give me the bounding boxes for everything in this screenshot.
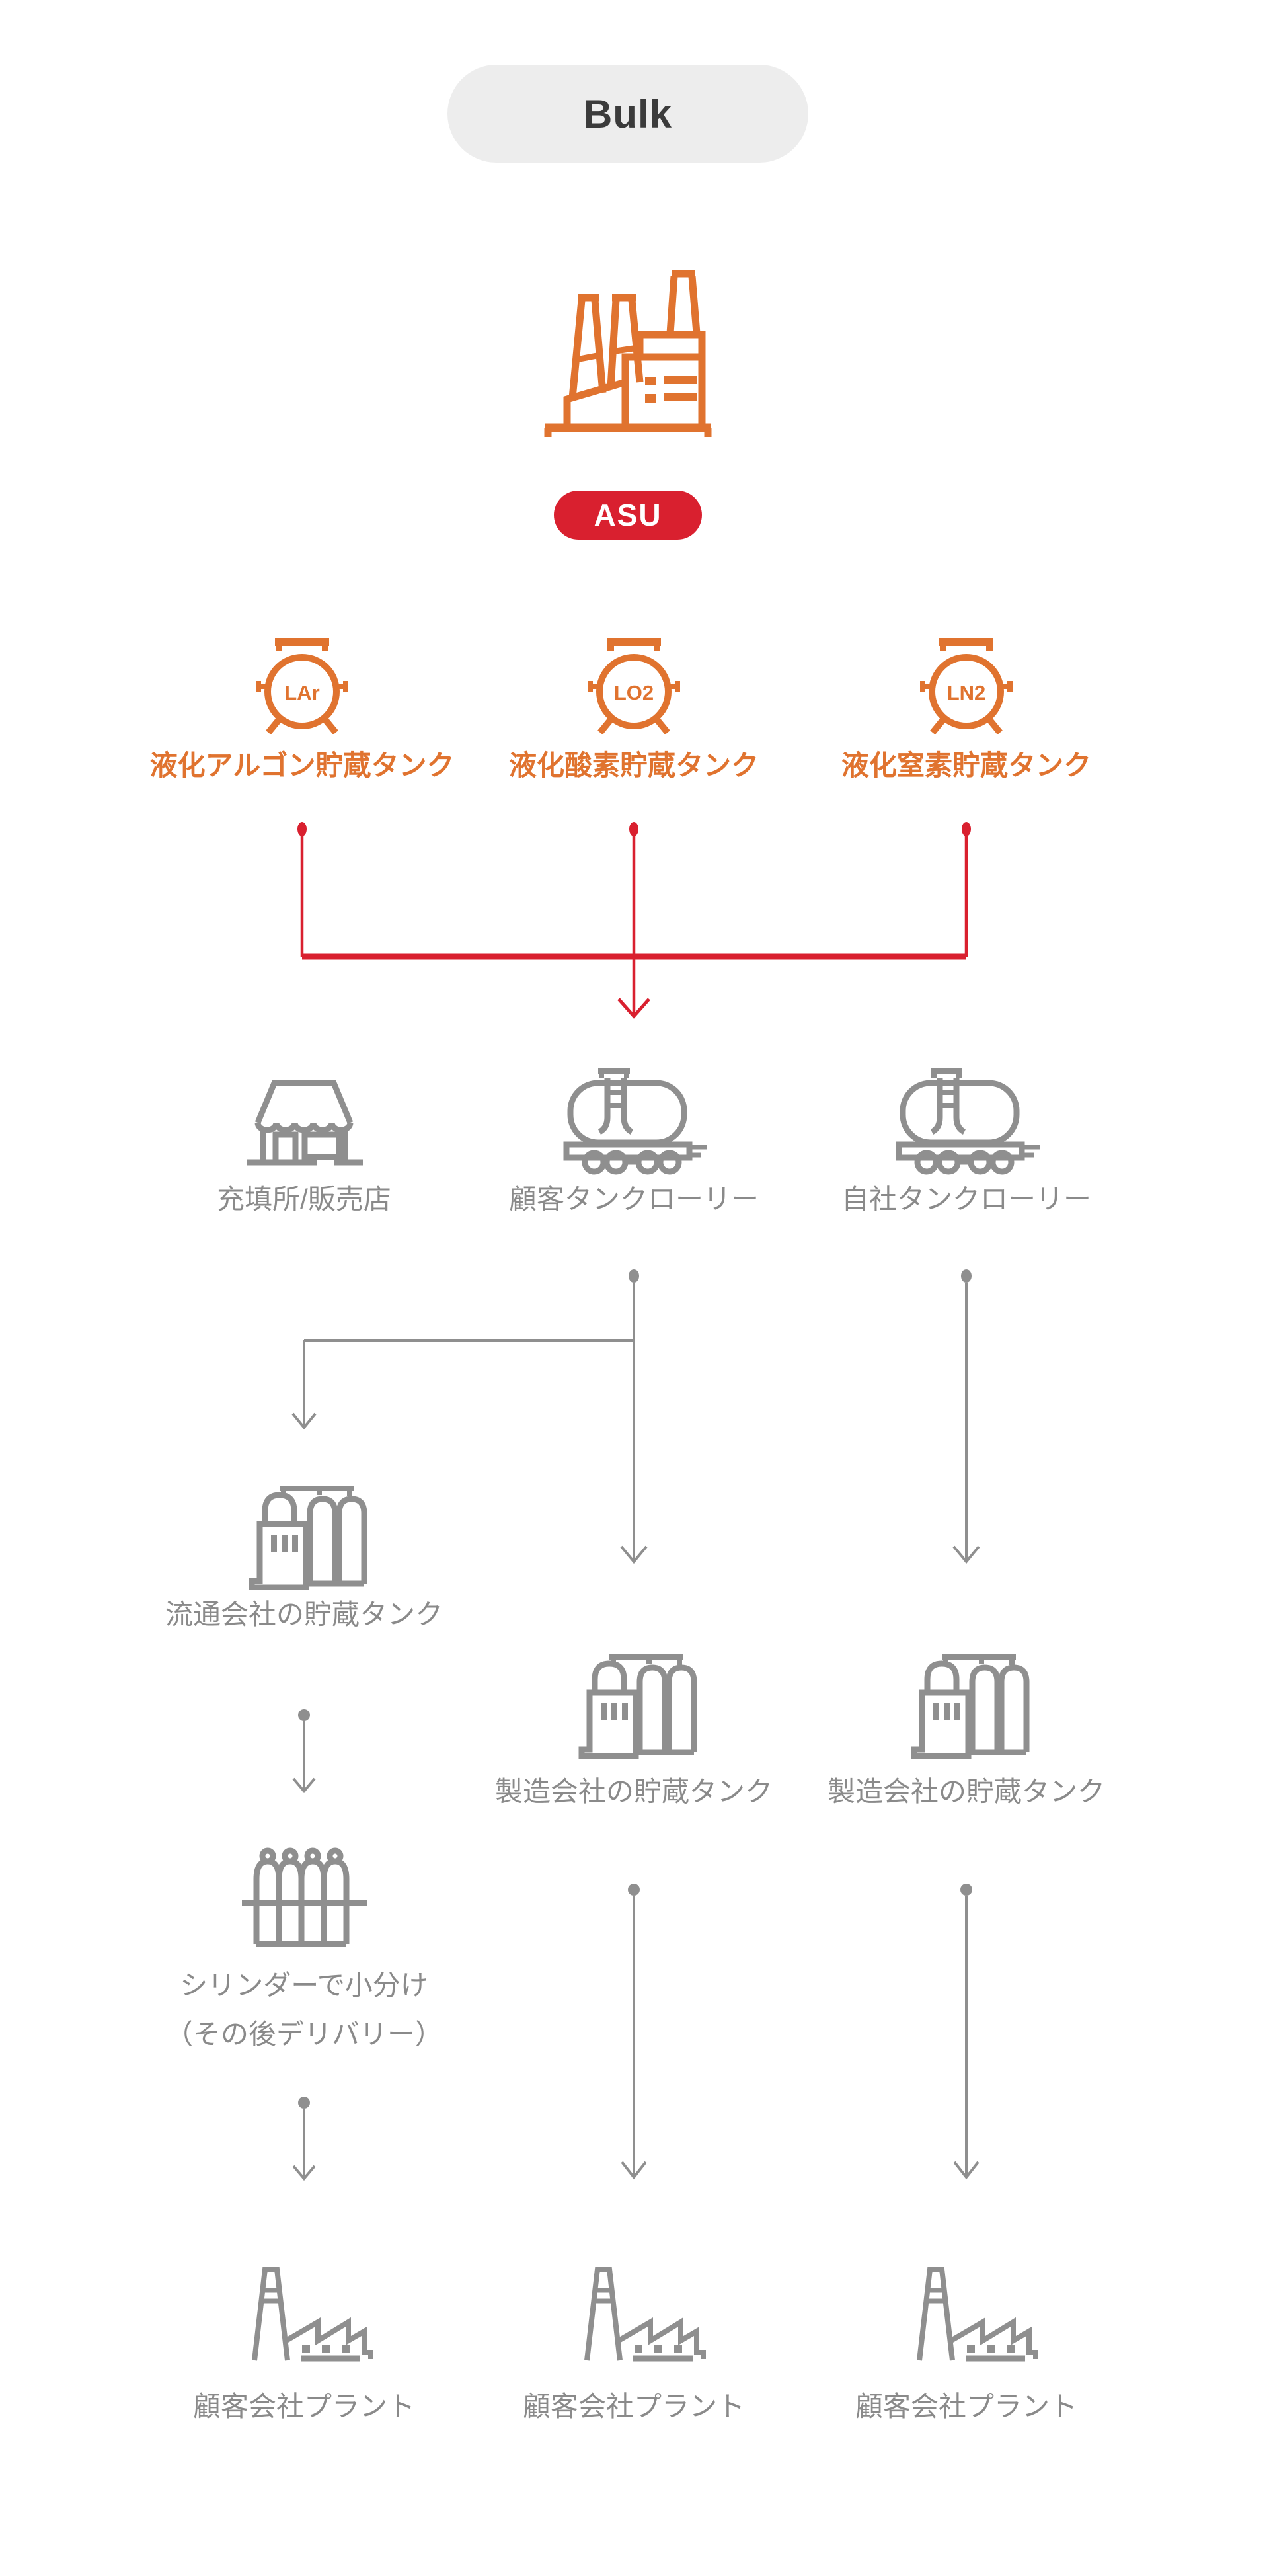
- customer-plant-label-center: 顧客会社プラント: [522, 2391, 746, 2422]
- customer-plant-icon-left: [252, 2267, 373, 2362]
- arrow-to-right-plant: [953, 1884, 980, 2180]
- gas-cylinders-rack-icon: [242, 1847, 367, 1947]
- arrow-to-center-plant: [621, 1884, 647, 2180]
- section-title-pill: Bulk: [447, 65, 808, 163]
- ln2-sphere-tank-icon: LN2: [920, 638, 1013, 734]
- lo2-code: LO2: [614, 681, 654, 704]
- manufacturer-storage-tank-icon-center: [578, 1654, 697, 1759]
- lo2-sphere-tank-icon: LO2: [588, 638, 680, 734]
- lar-sphere-tank-icon: LAr: [256, 638, 348, 734]
- arrow-to-cylinders: [292, 1709, 316, 1794]
- distributor-storage-tank-icon: [249, 1486, 367, 1590]
- own-lorry-label: 自社タンクローリー: [841, 1184, 1092, 1215]
- ln2-code: LN2: [947, 681, 986, 704]
- filling-station-label: 充填所/販売店: [217, 1184, 391, 1215]
- gray-branch-connector: [291, 1269, 980, 1564]
- distributor-tank-label: 流通会社の貯蔵タンク: [165, 1599, 443, 1630]
- red-merge-connector: [297, 822, 971, 1019]
- asu-badge-label: ASU: [594, 498, 662, 532]
- cylinder-step-line2: （その後デリバリー）: [165, 2019, 443, 2050]
- lar-tank-label: 液化アルゴン貯蔵タンク: [149, 750, 455, 781]
- customer-lorry-label: 顧客タンクローリー: [508, 1184, 759, 1215]
- lo2-tank-label: 液化酸素貯蔵タンク: [508, 750, 759, 781]
- customer-plant-icon-right: [917, 2267, 1038, 2362]
- manufacturer-storage-tank-icon-right: [911, 1654, 1030, 1759]
- asu-badge: ASU: [554, 491, 702, 540]
- section-title: Bulk: [583, 91, 673, 136]
- customer-plant-icon-center: [584, 2267, 706, 2362]
- customer-plant-label-right: 顧客会社プラント: [855, 2391, 1078, 2422]
- asu-factory-icon: [544, 270, 712, 437]
- cylinder-step-label: シリンダーで小分け （その後デリバリー）: [165, 1961, 443, 2059]
- own-tank-lorry-icon: [896, 1068, 1040, 1175]
- cylinder-step-line1: シリンダーで小分け: [180, 1970, 428, 2001]
- customer-plant-label-left: 顧客会社プラント: [192, 2391, 416, 2422]
- arrow-to-left-plant: [292, 2097, 316, 2181]
- filling-station-storefront-icon: [247, 1080, 363, 1166]
- lar-code: LAr: [284, 681, 319, 704]
- manufacturer-tank-label-center: 製造会社の貯蔵タンク: [494, 1776, 773, 1807]
- ln2-tank-label: 液化窒素貯蔵タンク: [841, 750, 1092, 781]
- manufacturer-tank-label-right: 製造会社の貯蔵タンク: [827, 1776, 1106, 1807]
- customer-tank-lorry-icon: [563, 1068, 707, 1175]
